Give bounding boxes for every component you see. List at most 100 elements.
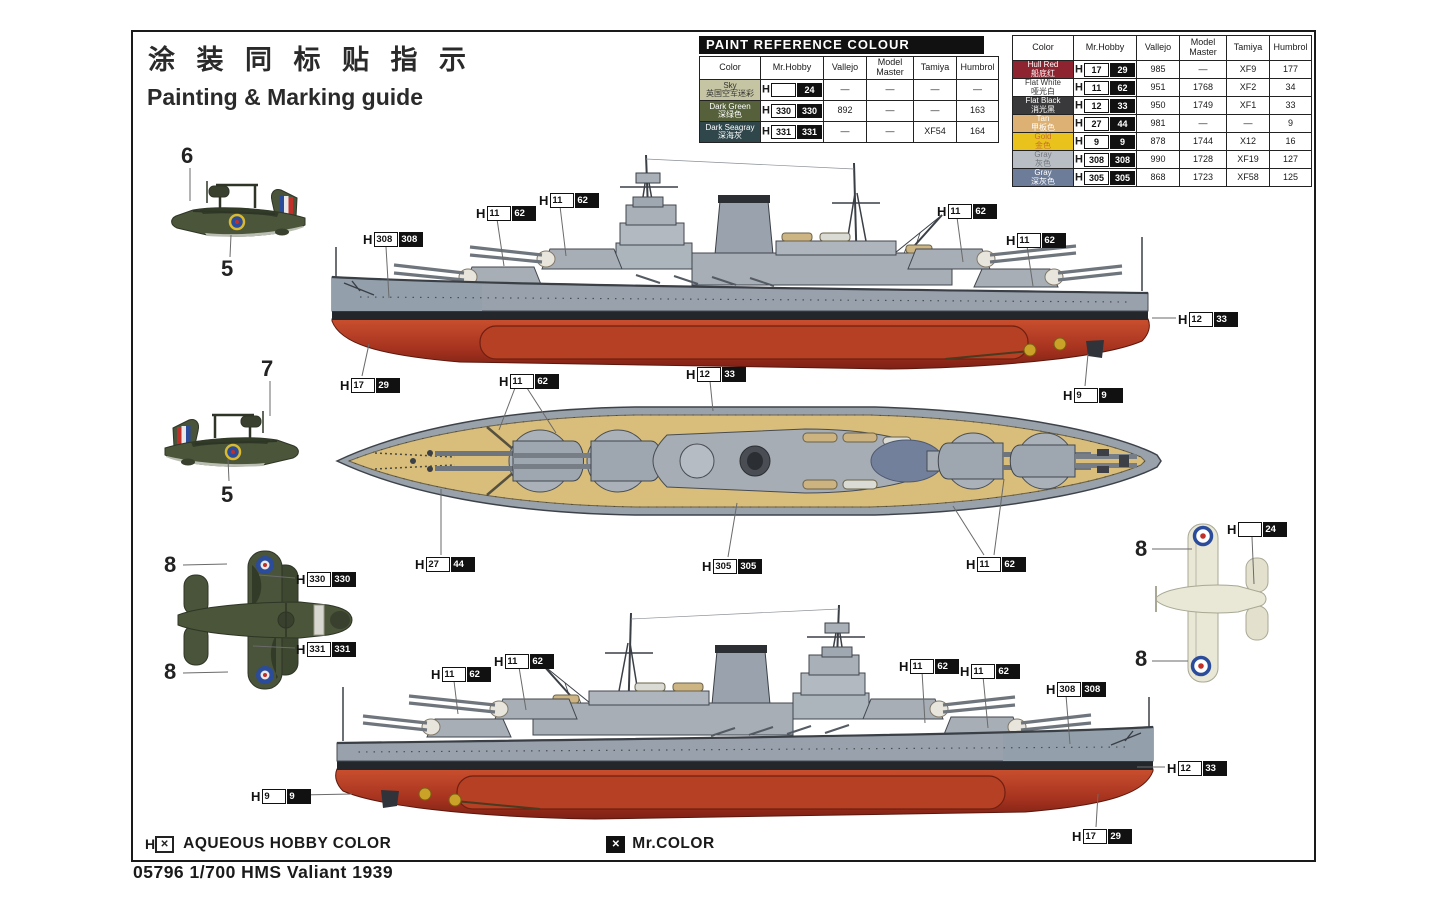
mr-hobby-h-prefix: H (1075, 62, 1083, 75)
marking-number-label: 5 (221, 482, 234, 507)
callout-leader-line (252, 645, 296, 649)
callout-aqueous-box: 12 (1178, 761, 1203, 777)
callout-leader-line (1026, 245, 1034, 287)
callout-mr-box: 62 (530, 654, 555, 670)
callout-aqueous-box: 12 (1189, 312, 1214, 328)
color-name-chinese: 深灰色 (1031, 176, 1055, 186)
callout-aqueous-box: 11 (948, 204, 973, 220)
callout-mr-box: 9 (1099, 388, 1124, 404)
callout-h-prefix: H (1046, 682, 1056, 698)
callout-aqueous-box: 11 (550, 193, 575, 209)
callout-aqueous-box: 11 (442, 667, 467, 683)
color-name: Flat White (1024, 78, 1061, 88)
mr-color-number-box: 331 (796, 125, 822, 139)
marking-number-label: 6 (181, 143, 194, 168)
callout-leader-line (229, 234, 232, 258)
color-name: Dark Green (709, 101, 751, 111)
callout-leader-line (982, 675, 989, 729)
mr-color-number-box: 62 (1109, 80, 1135, 95)
callout-h-prefix: H (937, 204, 947, 220)
callout-mr-box: 62 (935, 659, 960, 675)
callout-aqueous-box: 305 (713, 559, 738, 575)
callout-leader-line (453, 680, 459, 715)
mr-color-number-box: 308 (1109, 152, 1135, 167)
callout-leader-line (385, 246, 390, 299)
callout-aqueous-box: 11 (971, 664, 996, 680)
page-title-english: Painting & Marking guide (147, 84, 424, 110)
legend-h-prefix: H (145, 836, 156, 852)
aqueous-number-box: 331 (770, 125, 796, 139)
color-name-chinese: 船底红 (1031, 68, 1055, 78)
callout-aqueous-box: 9 (1074, 388, 1099, 404)
callout-leader-line (921, 670, 926, 724)
callout-leader-line (709, 380, 714, 412)
column-header: Model Master (1179, 35, 1227, 61)
column-header: Color (699, 56, 761, 80)
callout-mr-box: 308 (1082, 682, 1107, 698)
color-name-chinese: 深海灰 (718, 131, 742, 140)
callout-leader-line (1095, 793, 1099, 828)
mr-color-number-box: 44 (1109, 116, 1135, 131)
callout-mr-box: 33 (1214, 312, 1239, 328)
callout-h-prefix: H (415, 557, 425, 573)
aqueous-number-box: 330 (770, 104, 796, 118)
callout-h-prefix: H (1006, 233, 1016, 249)
callout-h-prefix: H (340, 378, 350, 394)
callout-h-prefix: H (296, 572, 306, 588)
callout-mr-box: 33 (722, 367, 747, 383)
callout-leader-line (496, 218, 505, 267)
callout-aqueous-box: 308 (374, 232, 399, 248)
callout-mr-box: 62 (996, 664, 1021, 680)
callout-mr-box: 62 (1002, 557, 1027, 573)
mr-hobby-h-prefix: H (762, 125, 770, 138)
color-name: Gray (1034, 168, 1052, 178)
callout-aqueous-box: 27 (426, 557, 451, 573)
callout-h-prefix: H (899, 659, 909, 675)
color-name: Dark Seagray (705, 122, 755, 132)
callout-mr-box: 62 (467, 667, 492, 683)
callout-h-prefix: H (1063, 388, 1073, 404)
column-header: Model Master (866, 56, 914, 80)
aqueous-number-box: 11 (1083, 80, 1109, 95)
paint-reference-colour-titlebar: PAINT REFERENCE COLOUR (699, 36, 984, 54)
callout-mr-box: 305 (738, 559, 763, 575)
callout-leader-line (498, 387, 516, 431)
callout-aqueous-box: 17 (351, 378, 376, 394)
mr-color-number-box: 29 (1109, 62, 1135, 77)
callout-h-prefix: H (960, 664, 970, 680)
callout-leader-line (727, 502, 738, 558)
aqueous-box-icon: ✕ (155, 835, 175, 853)
callout-h-prefix: H (1167, 761, 1177, 777)
callout-leader-line (1251, 536, 1255, 585)
callout-aqueous-box: 9 (262, 789, 287, 805)
mr-color-box-icon: ✕ (606, 835, 626, 853)
callout-mr-box: 33 (1203, 761, 1228, 777)
callout-h-prefix: H (363, 232, 373, 248)
